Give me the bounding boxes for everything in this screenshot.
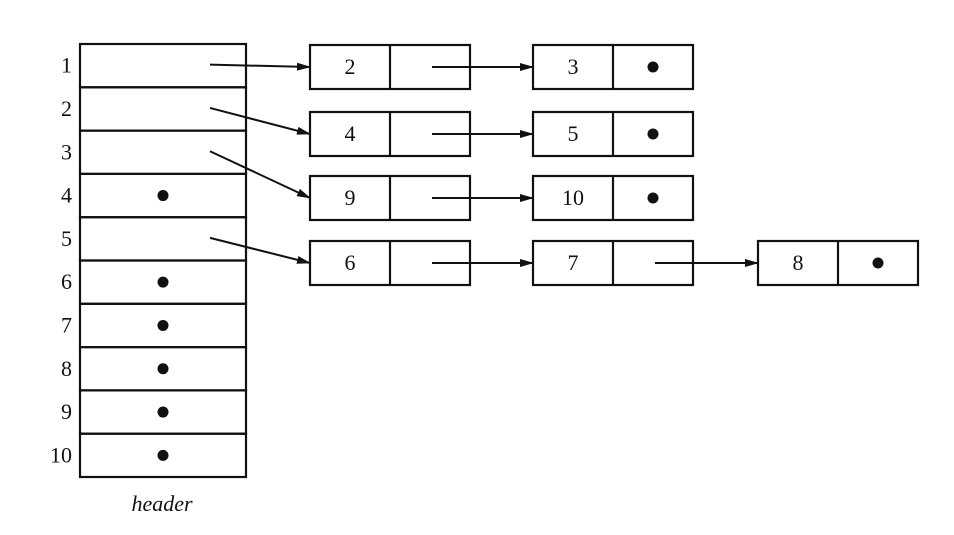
node-value: 8 (793, 250, 804, 275)
list-node: 2 (308, 43, 534, 91)
node-value: 6 (345, 250, 356, 275)
header-index-label: 4 (61, 183, 72, 208)
header-cell-10 (78, 432, 248, 479)
null-pointer-dot (157, 406, 169, 418)
header-cell-3 (78, 129, 248, 176)
null-pointer-dot (157, 449, 169, 461)
header-index-label: 6 (61, 269, 72, 294)
header-index-label: 8 (61, 356, 72, 381)
header-index-label: 1 (61, 53, 72, 78)
pointer-arrow (209, 150, 311, 199)
list-node: 6 (308, 239, 534, 287)
header-cell-5 (78, 216, 248, 262)
null-pointer-dot (647, 61, 659, 73)
node-value: 9 (345, 185, 356, 210)
list-node: 4 (308, 110, 534, 158)
header-index-label: 2 (61, 96, 72, 121)
null-pointer-dot (157, 319, 169, 331)
pointer-arrow (209, 62, 311, 71)
header-index-label: 9 (61, 399, 72, 424)
node-value: 7 (568, 250, 579, 275)
linked-lists: 2 3 4 5 9 10 6 7 8 (209, 43, 920, 287)
node-value: 4 (345, 121, 356, 146)
null-pointer-dot (872, 257, 884, 269)
header-index-label: 7 (61, 312, 72, 337)
null-pointer-dot (157, 363, 169, 375)
list-node: 7 (531, 239, 759, 287)
list-node: 10 (531, 174, 695, 222)
list-node: 3 (531, 43, 695, 91)
header-cell-2 (78, 86, 248, 132)
list-node: 9 (308, 174, 534, 222)
header-index-label: 5 (61, 226, 72, 251)
null-pointer-dot (647, 192, 659, 204)
null-pointer-dot (157, 276, 169, 288)
null-pointer-dot (157, 190, 169, 202)
header-index-label: 10 (50, 442, 72, 467)
header-index-label: 3 (61, 139, 72, 164)
node-value: 3 (568, 54, 579, 79)
node-value: 5 (568, 121, 579, 146)
header-array: 1 2 3 4 5 6 7 8 9 10 (50, 42, 248, 479)
pointer-arrow (209, 106, 311, 135)
header-caption: header (131, 491, 193, 516)
list-node: 8 (756, 239, 920, 287)
pointer-arrow (209, 236, 311, 264)
null-pointer-dot (647, 128, 659, 140)
list-node: 5 (531, 110, 695, 158)
node-value: 2 (345, 54, 356, 79)
node-value: 10 (562, 185, 584, 210)
